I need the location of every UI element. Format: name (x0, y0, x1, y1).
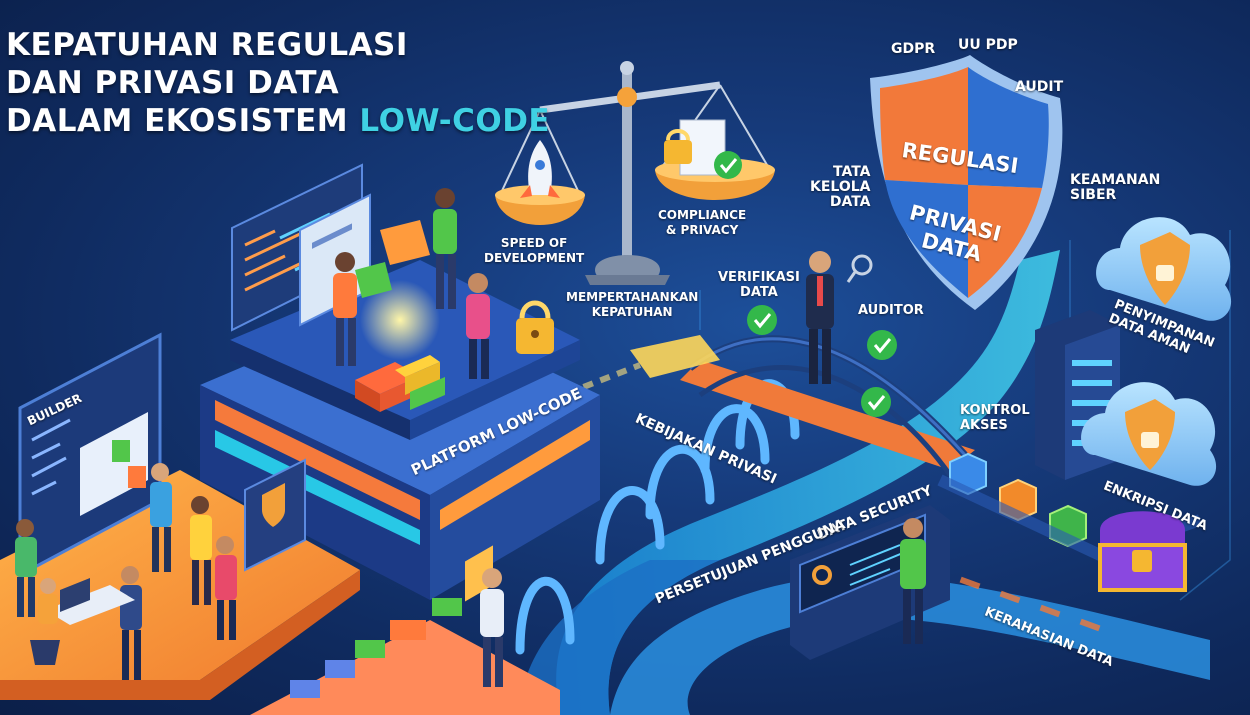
auditor-person (806, 251, 873, 384)
people-group-left (15, 463, 237, 680)
tag-kontrol-akses: KONTROL AKSES (960, 403, 1030, 433)
developer-orange (333, 252, 357, 366)
developer-pink (466, 273, 490, 379)
speed-label-line-1: SPEED OF (500, 236, 568, 250)
maintain-compliance-label: MEMPERTAHANKAN KEPATUHAN (566, 290, 698, 320)
person (190, 496, 212, 605)
person (150, 463, 172, 572)
encryption-cloud (1081, 382, 1217, 486)
data-security-console (790, 505, 950, 660)
lego-steps (290, 598, 462, 698)
person-on-road (480, 568, 504, 687)
balance-scale (495, 61, 775, 285)
title-line-1: KEPATUHAN REGULASI (6, 27, 408, 63)
person (15, 519, 37, 617)
data-road (520, 250, 1210, 715)
people-on-platform (333, 188, 554, 379)
tag-gdpr: GDPR (891, 41, 936, 57)
building-block-orange (380, 220, 430, 265)
builder-office-floor (0, 332, 560, 715)
regulation-shield (870, 55, 1063, 310)
title-line-3-prefix: DALAM EKOSISTEM (6, 103, 360, 139)
background-circuit-lines (699, 230, 1231, 601)
building-block-green (355, 262, 392, 298)
tag-verifikasi-line-2: DATA (740, 285, 778, 300)
tag-keamanan-line-2: SIBER (1070, 187, 1117, 203)
verification-checks (747, 305, 897, 417)
speed-label-line-2: DEVELOPMENT (484, 251, 585, 265)
speed-label: SPEED OF DEVELOPMENT (484, 236, 584, 266)
tag-tata-line-1: TATA (832, 164, 871, 180)
title-line-2: DAN PRIVASI DATA (6, 65, 340, 101)
maintain-label-line-1: MEMPERTAHANKAN (566, 290, 699, 304)
check-icon (867, 330, 897, 360)
tag-auditor: AUDITOR (858, 303, 924, 318)
check-icon (861, 387, 891, 417)
tag-tata-line-2: KELOLA (810, 179, 871, 195)
compliance-label-line-2: & PRIVACY (665, 223, 739, 237)
tag-kontrol-line-2: AKSES (960, 418, 1008, 433)
desk-with-laptop (30, 578, 135, 665)
maintain-label-line-2: KEPATUHAN (591, 305, 673, 319)
page-title: KEPATUHAN REGULASI DAN PRIVASI DATA DALA… (6, 26, 550, 140)
tag-uu-pdp: UU PDP (958, 37, 1018, 53)
glowing-card (548, 335, 720, 403)
compliance-label: COMPLIANCE & PRIVACY (658, 208, 746, 238)
treasure-chest (1098, 511, 1187, 592)
tag-kontrol-line-1: KONTROL (960, 403, 1030, 418)
person (215, 536, 237, 640)
tag-keamanan-siber: KEAMANAN SIBER (1070, 173, 1160, 203)
secure-storage-cloud (1096, 217, 1232, 321)
low-code-platform-building (200, 260, 600, 602)
lego-blocks (355, 355, 445, 412)
title-accent: LOW-CODE (359, 103, 551, 139)
tag-keamanan-line-1: KEAMANAN (1070, 172, 1161, 188)
developer-green (433, 188, 457, 309)
check-icon (747, 305, 777, 335)
tag-audit: AUDIT (1015, 79, 1064, 95)
tag-verifikasi-line-1: VERIFIKASI (718, 270, 800, 285)
title-line-3: DALAM EKOSISTEM LOW-CODE (6, 102, 550, 140)
platform-glow (360, 280, 440, 360)
data-track-stripes (959, 576, 1101, 632)
tag-tata-kelola: TATA KELOLA DATA (810, 165, 871, 210)
tag-verifikasi-data: VERIFIKASI DATA (718, 270, 800, 300)
tag-tata-line-3: DATA (829, 194, 871, 210)
compliance-label-line-1: COMPLIANCE (658, 208, 747, 222)
padlock-gold (516, 300, 554, 354)
